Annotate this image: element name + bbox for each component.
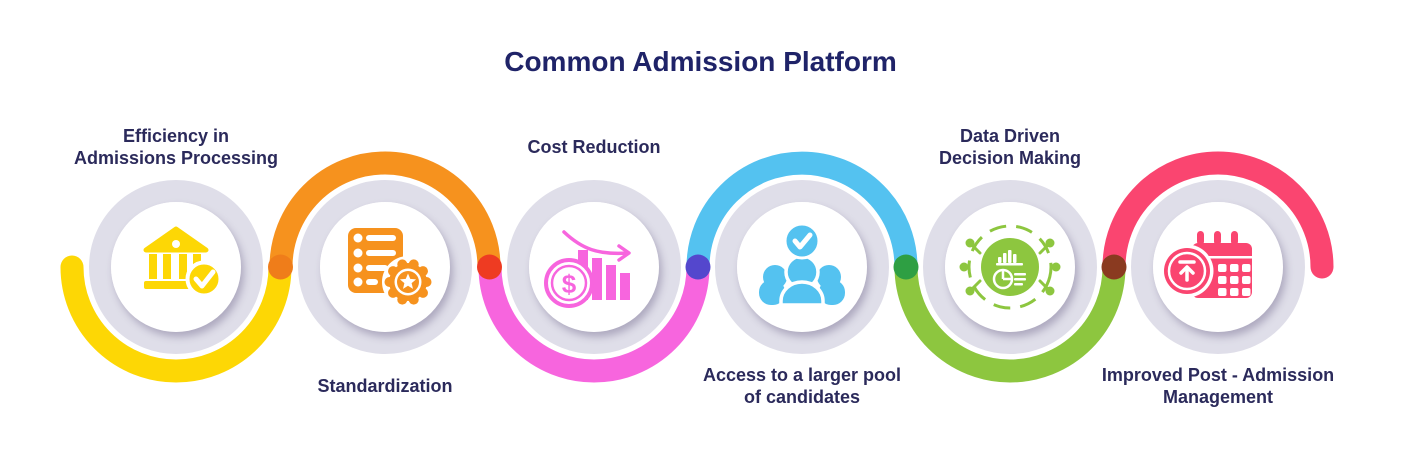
node-arc <box>686 151 918 279</box>
node-arc <box>478 255 710 383</box>
label-candidate-pool: Access to a larger pool of candidates <box>652 363 952 409</box>
label-line: Efficiency in <box>122 126 230 146</box>
connector-dot <box>477 254 502 280</box>
label-line: Data Driven <box>959 126 1061 146</box>
declining-chart-dollar-icon: $ <box>544 230 631 308</box>
label-line: Access to a larger pool <box>702 365 902 385</box>
bank-check-icon <box>143 226 223 298</box>
node-ring <box>298 180 472 354</box>
label-post-admission: Improved Post - Admission Management <box>1068 363 1368 409</box>
node-post-admission <box>1102 151 1334 354</box>
dollar-symbol: $ <box>562 269 577 299</box>
connector-dot <box>268 254 293 280</box>
label-line: of candidates <box>743 387 861 407</box>
node-arc <box>894 255 1126 383</box>
node-arc <box>1102 151 1334 279</box>
label-efficiency: Efficiency in Admissions Processing <box>26 124 326 170</box>
label-cost-reduction: Cost Reduction <box>444 124 744 170</box>
label-line: Standardization <box>317 376 453 396</box>
label-line: Cost Reduction <box>527 137 661 157</box>
node-data-driven <box>894 180 1126 383</box>
connector-dot <box>685 254 711 280</box>
analytics-network-icon <box>959 224 1061 310</box>
node-efficiency <box>60 180 292 383</box>
checklist-badge-icon <box>348 228 434 308</box>
people-check-icon <box>759 222 845 307</box>
node-ring <box>507 180 681 354</box>
label-line: Improved Post - Admission <box>1101 365 1335 385</box>
label-line: Management <box>1162 387 1274 407</box>
node-standardization <box>269 151 501 354</box>
connector-dot <box>893 254 919 280</box>
node-ring <box>923 180 1097 354</box>
node-cost-reduction: $ <box>478 180 710 383</box>
node-ring <box>89 180 263 354</box>
label-data-driven: Data Driven Decision Making <box>860 124 1160 170</box>
page-title: Common Admission Platform <box>504 46 897 77</box>
calendar-upload-icon <box>1160 231 1252 298</box>
node-arc <box>269 151 501 279</box>
node-arc <box>60 255 292 383</box>
node-ring <box>1131 180 1305 354</box>
label-line: Admissions Processing <box>73 148 279 168</box>
label-line: Decision Making <box>938 148 1082 168</box>
node-ring <box>715 180 889 354</box>
node-candidate-pool <box>686 151 918 354</box>
connector-dot <box>1101 254 1127 280</box>
label-standardization: Standardization <box>235 363 535 409</box>
node-inner-circle <box>111 202 241 332</box>
